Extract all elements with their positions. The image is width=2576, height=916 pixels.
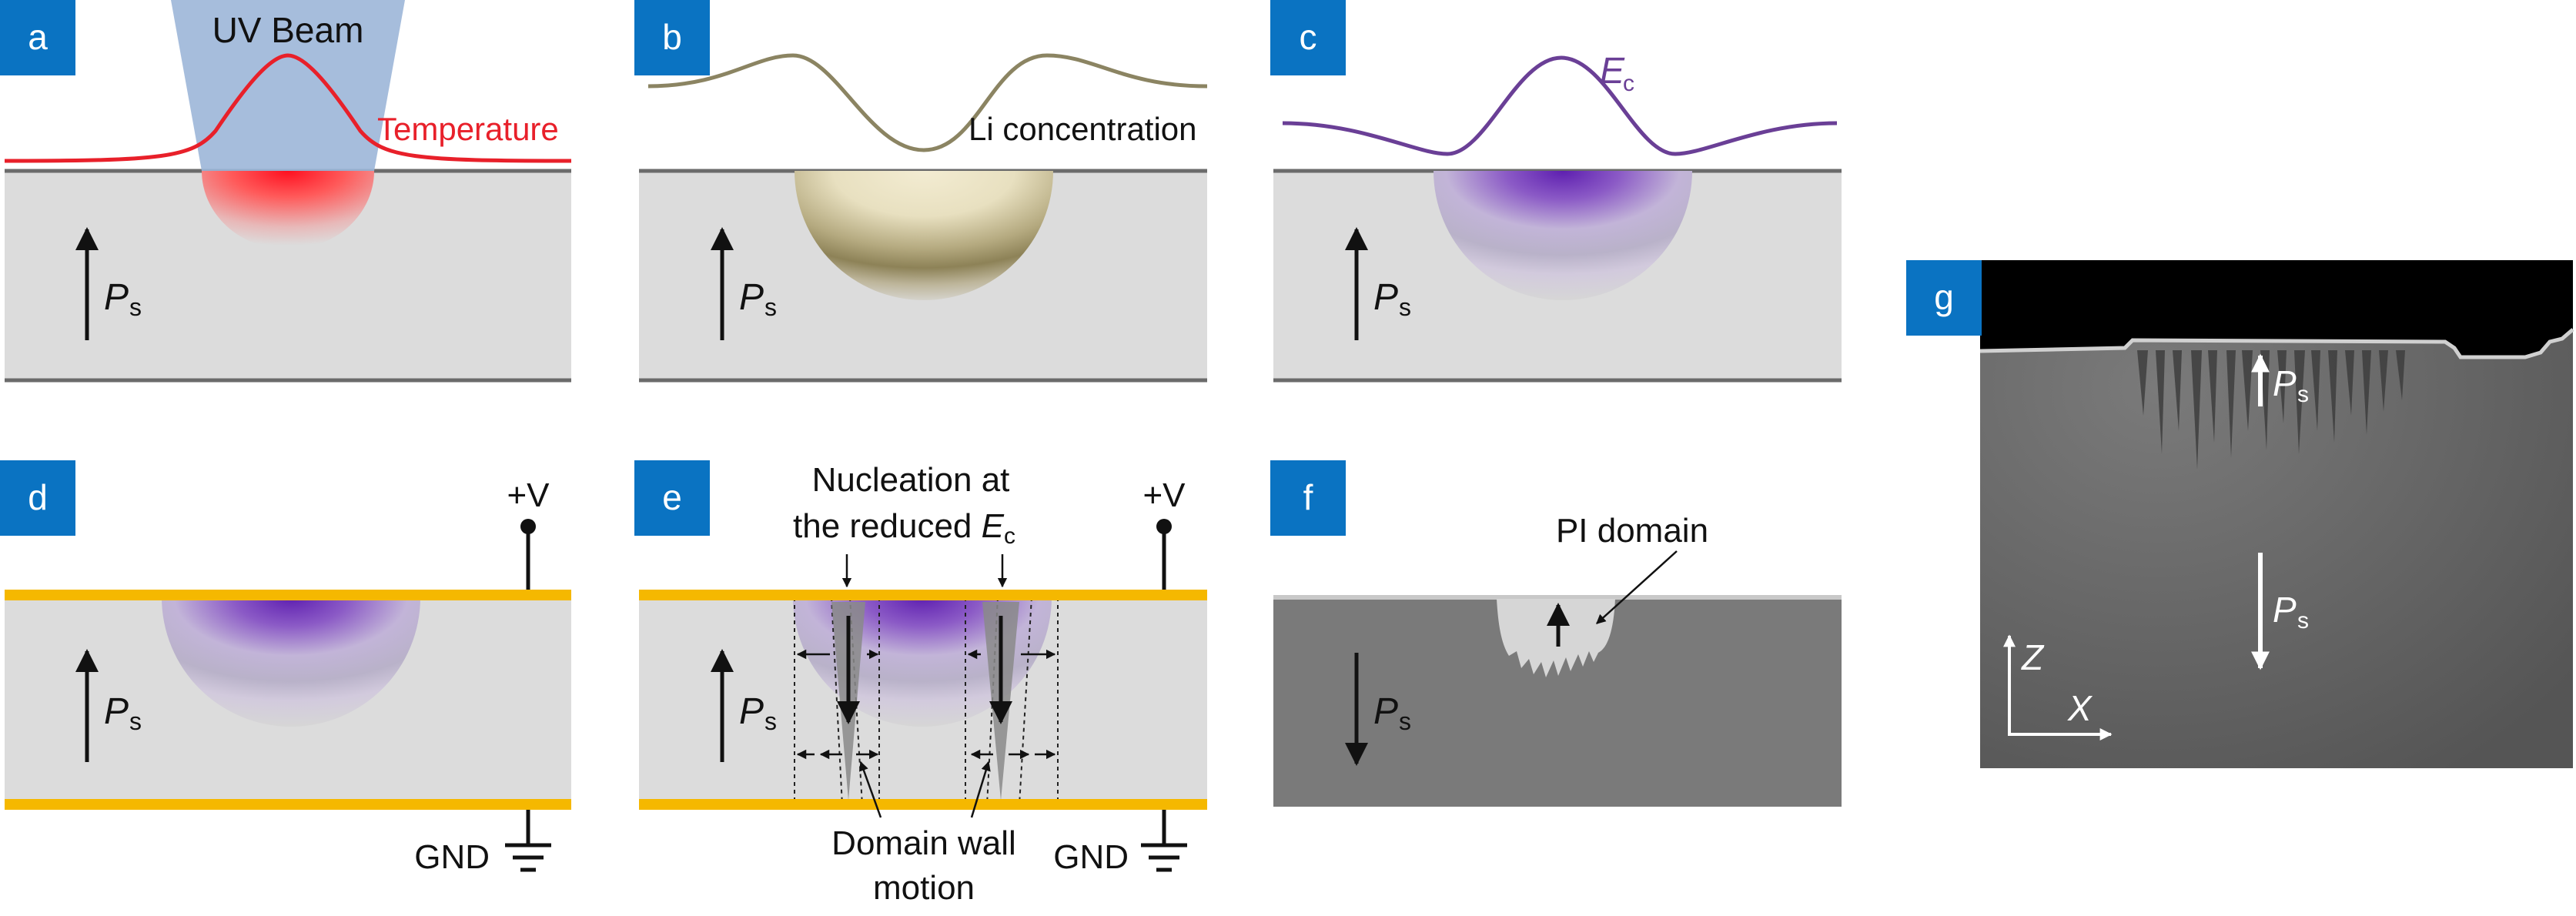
voltage-label-e: +V [1142,476,1186,514]
pi-domain-label: PI domain [1556,512,1708,550]
panel-b-label: b [662,17,682,57]
panel-d: +V GND P s d [0,460,571,876]
svg-text:c: c [1623,71,1634,96]
ps-label-b: P [739,277,764,318]
ps-label-g-top: P [2273,363,2297,403]
panel-a: UV Beam Temperature P s a [0,0,572,383]
li-concentration-curve [647,53,1208,152]
panel-f-label-box [1270,460,1346,536]
ps-label-a: P [104,277,129,318]
panel-d-label: d [28,477,48,517]
ps-label-f: P [1373,691,1398,732]
ps-label-g-bottom: P [2273,590,2297,630]
ec-label: E [1600,51,1625,92]
panel-g-label: g [1934,277,1954,317]
panel-e: Nucleation at the reduced Ec Domain wall… [634,460,1207,907]
ps-label-e: P [739,691,764,732]
svg-text:s: s [764,293,777,321]
li-depleted-zone [795,171,1053,300]
panel-e-label: e [662,477,682,517]
sem-axes: Z X [2003,634,2113,740]
domain-wall-label-line2: motion [873,869,975,907]
gnd-label-d: GND [414,838,490,876]
nucleation-label-line1: Nucleation at [812,461,1010,499]
panel-g: P s P s Z X g [1906,260,2574,768]
panel-c: E c P s c [1270,0,1842,383]
voltage-label-d: +V [507,476,550,514]
ps-label-c: P [1373,277,1398,318]
ec-reduced-zone [1434,171,1692,300]
ec-curve [1282,55,1838,156]
panel-g-label-box [1906,260,1982,336]
temperature-curve [4,53,572,163]
panel-c-label: c [1300,17,1317,57]
heated-zone [202,171,374,249]
bottom-electrode-e [639,799,1207,810]
panel-b: Li concentration P s b [634,0,1208,383]
svg-text:s: s [2297,382,2309,407]
panel-e-label-box [634,460,710,536]
pi-domain [1497,599,1615,677]
panel-f-label: f [1303,477,1313,517]
ps-label-d: P [104,691,129,732]
panel-c-label-box [1270,0,1346,75]
domain-wall-label-line1: Domain wall [831,824,1016,862]
bottom-electrode-d [5,799,571,810]
uv-beam-label: UV Beam [212,10,364,50]
panel-d-label-box [0,460,75,536]
svg-text:s: s [129,707,142,735]
panel-a-label: a [28,17,48,57]
uv-beam [171,0,405,171]
top-electrode-d [5,590,571,600]
ground-symbol-e [1141,810,1187,872]
panel-b-label-box [634,0,710,75]
temperature-label: Temperature [377,111,559,147]
gnd-label-e: GND [1053,838,1129,876]
svg-text:s: s [764,707,777,735]
ground-symbol-d [505,810,551,872]
nucleation-label-line2: the reduced Ec [793,507,1015,549]
svg-text:s: s [129,293,142,321]
svg-text:s: s [1399,293,1411,321]
axis-x-label: X [2067,688,2093,728]
svg-text:s: s [2297,608,2309,634]
sem-needle-domains [2137,350,2405,470]
panel-a-label-box [0,0,75,75]
panel-f: PI domain P s f [1270,460,1842,807]
top-electrode-e [639,590,1207,600]
li-concentration-label: Li concentration [969,111,1197,147]
svg-text:s: s [1399,707,1411,735]
axis-z-label: Z [2021,637,2045,677]
